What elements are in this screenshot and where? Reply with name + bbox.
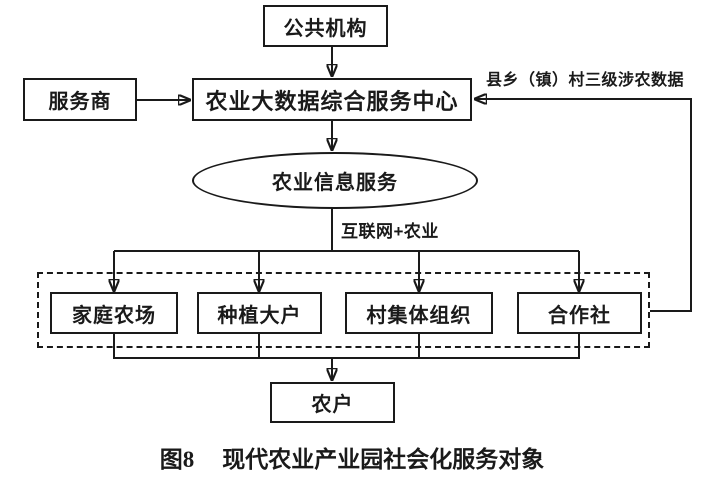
node-service-provider-label: 服务商 — [48, 91, 112, 113]
node-big-data-center: 农业大数据综合服务中心 — [192, 78, 472, 121]
service-target-group-dashed-box — [37, 272, 650, 348]
figure-caption: 图8 现代农业产业园社会化服务对象 — [0, 440, 704, 474]
node-family-farm-label: 家庭农场 — [72, 304, 156, 327]
county-township-village-data-label: 县乡（镇）村三级涉农数据 — [486, 72, 685, 89]
node-info-service: 农业信息服务 — [192, 152, 478, 209]
node-big-data-center-label: 农业大数据综合服务中心 — [205, 88, 459, 114]
figure-number: 图8 — [159, 447, 195, 472]
node-farmer: 农户 — [270, 382, 395, 423]
node-cooperative-label: 合作社 — [548, 304, 611, 327]
edge-group-to-center-feedback — [476, 99, 692, 312]
node-info-service-label: 农业信息服务 — [272, 172, 398, 194]
node-farmer-label: 农户 — [311, 394, 354, 416]
node-public-institution-label: 公共机构 — [283, 17, 368, 40]
node-large-grower-label: 种植大户 — [217, 304, 302, 327]
node-village-collective-label: 村集体组织 — [366, 304, 472, 327]
node-cooperative: 合作社 — [517, 292, 642, 334]
figure-title: 现代农业产业园社会化服务对象 — [222, 447, 545, 472]
internet-plus-agriculture-label: 互联网+农业 — [341, 222, 439, 241]
node-large-grower: 种植大户 — [197, 292, 322, 334]
node-village-collective: 村集体组织 — [345, 292, 493, 334]
node-family-farm: 家庭农场 — [50, 292, 178, 334]
node-public-institution: 公共机构 — [263, 5, 388, 47]
node-service-provider: 服务商 — [23, 78, 137, 121]
